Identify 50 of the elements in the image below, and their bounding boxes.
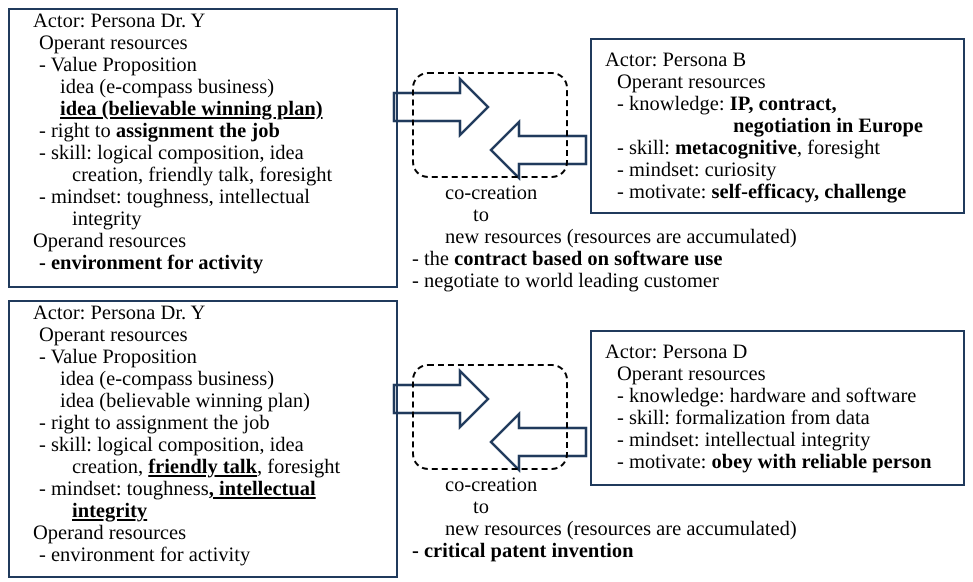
caption-text: co-creation [444,474,538,496]
caption-text: new resources (resources are accumulated) [444,518,797,540]
text-line: idea (believable winning plan) [59,390,310,412]
text-line: - Value Proposition [38,346,197,368]
text-line: - right to assignment the job [38,412,270,434]
text-line: Operand resources [33,230,186,252]
caption-text: co-creation [444,182,538,204]
caption-text: to [472,204,489,226]
text-line: - knowledge: hardware and software [616,385,916,407]
text-line: - mindset: intellectual integrity [616,429,870,451]
caption-text: - the contract based on software use [412,248,722,270]
text-line: Operand resources [33,522,186,544]
text-line: Operant resources [38,324,188,346]
text-line: - environment for activity [38,544,250,566]
block-arrow [392,76,490,138]
text-line: Actor: Persona B [605,49,746,71]
text-line: - motivate: obey with reliable person [616,451,932,473]
dashed-zone [412,364,568,470]
text-line: idea (e-compass business) [59,368,274,390]
actor-box [590,38,965,214]
text-line: Operant resources [616,363,766,385]
text-line: - mindset: toughness, intellectual integrity [38,478,317,522]
text-line: - skill: logical composition, idea creation, friendly talk, foresight [38,142,334,186]
caption-text: to [472,496,489,518]
caption-text: - critical patent invention [412,540,634,562]
actor-box [8,300,398,578]
actor-box [590,330,965,486]
text-line: idea (e-compass business) [59,76,274,98]
text-line: Operant resources [616,71,766,93]
text-line: - mindset: curiosity [616,159,776,181]
text-line: - skill: formalization from data [616,407,870,429]
text-line: idea (believable winning plan) [59,98,323,120]
text-line: - skill: metacognitive, foresight [616,137,880,159]
text-line: Actor: Persona Dr. Y [33,302,206,324]
actor-box [8,8,398,288]
text-line: - mindset: toughness, intellectual integrity [38,186,312,230]
text-line: - skill: logical composition, idea creation, friendly talk, foresight [38,434,342,478]
text-line: - motivate: self-efficacy, challenge [616,181,906,203]
caption-text: new resources (resources are accumulated) [444,226,797,248]
text-line: - right to assignment the job [38,120,280,142]
caption-text: - negotiate to world leading customer [412,270,719,292]
text-line: Operant resources [38,32,188,54]
text-line: - Value Proposition [38,54,197,76]
block-arrow [489,410,588,474]
dashed-zone [412,72,568,178]
text-line: - environment for activity [38,252,264,274]
text-line: Actor: Persona D [605,341,748,363]
block-arrow [489,118,588,182]
text-line: Actor: Persona Dr. Y [33,10,206,32]
block-arrow [392,368,490,430]
